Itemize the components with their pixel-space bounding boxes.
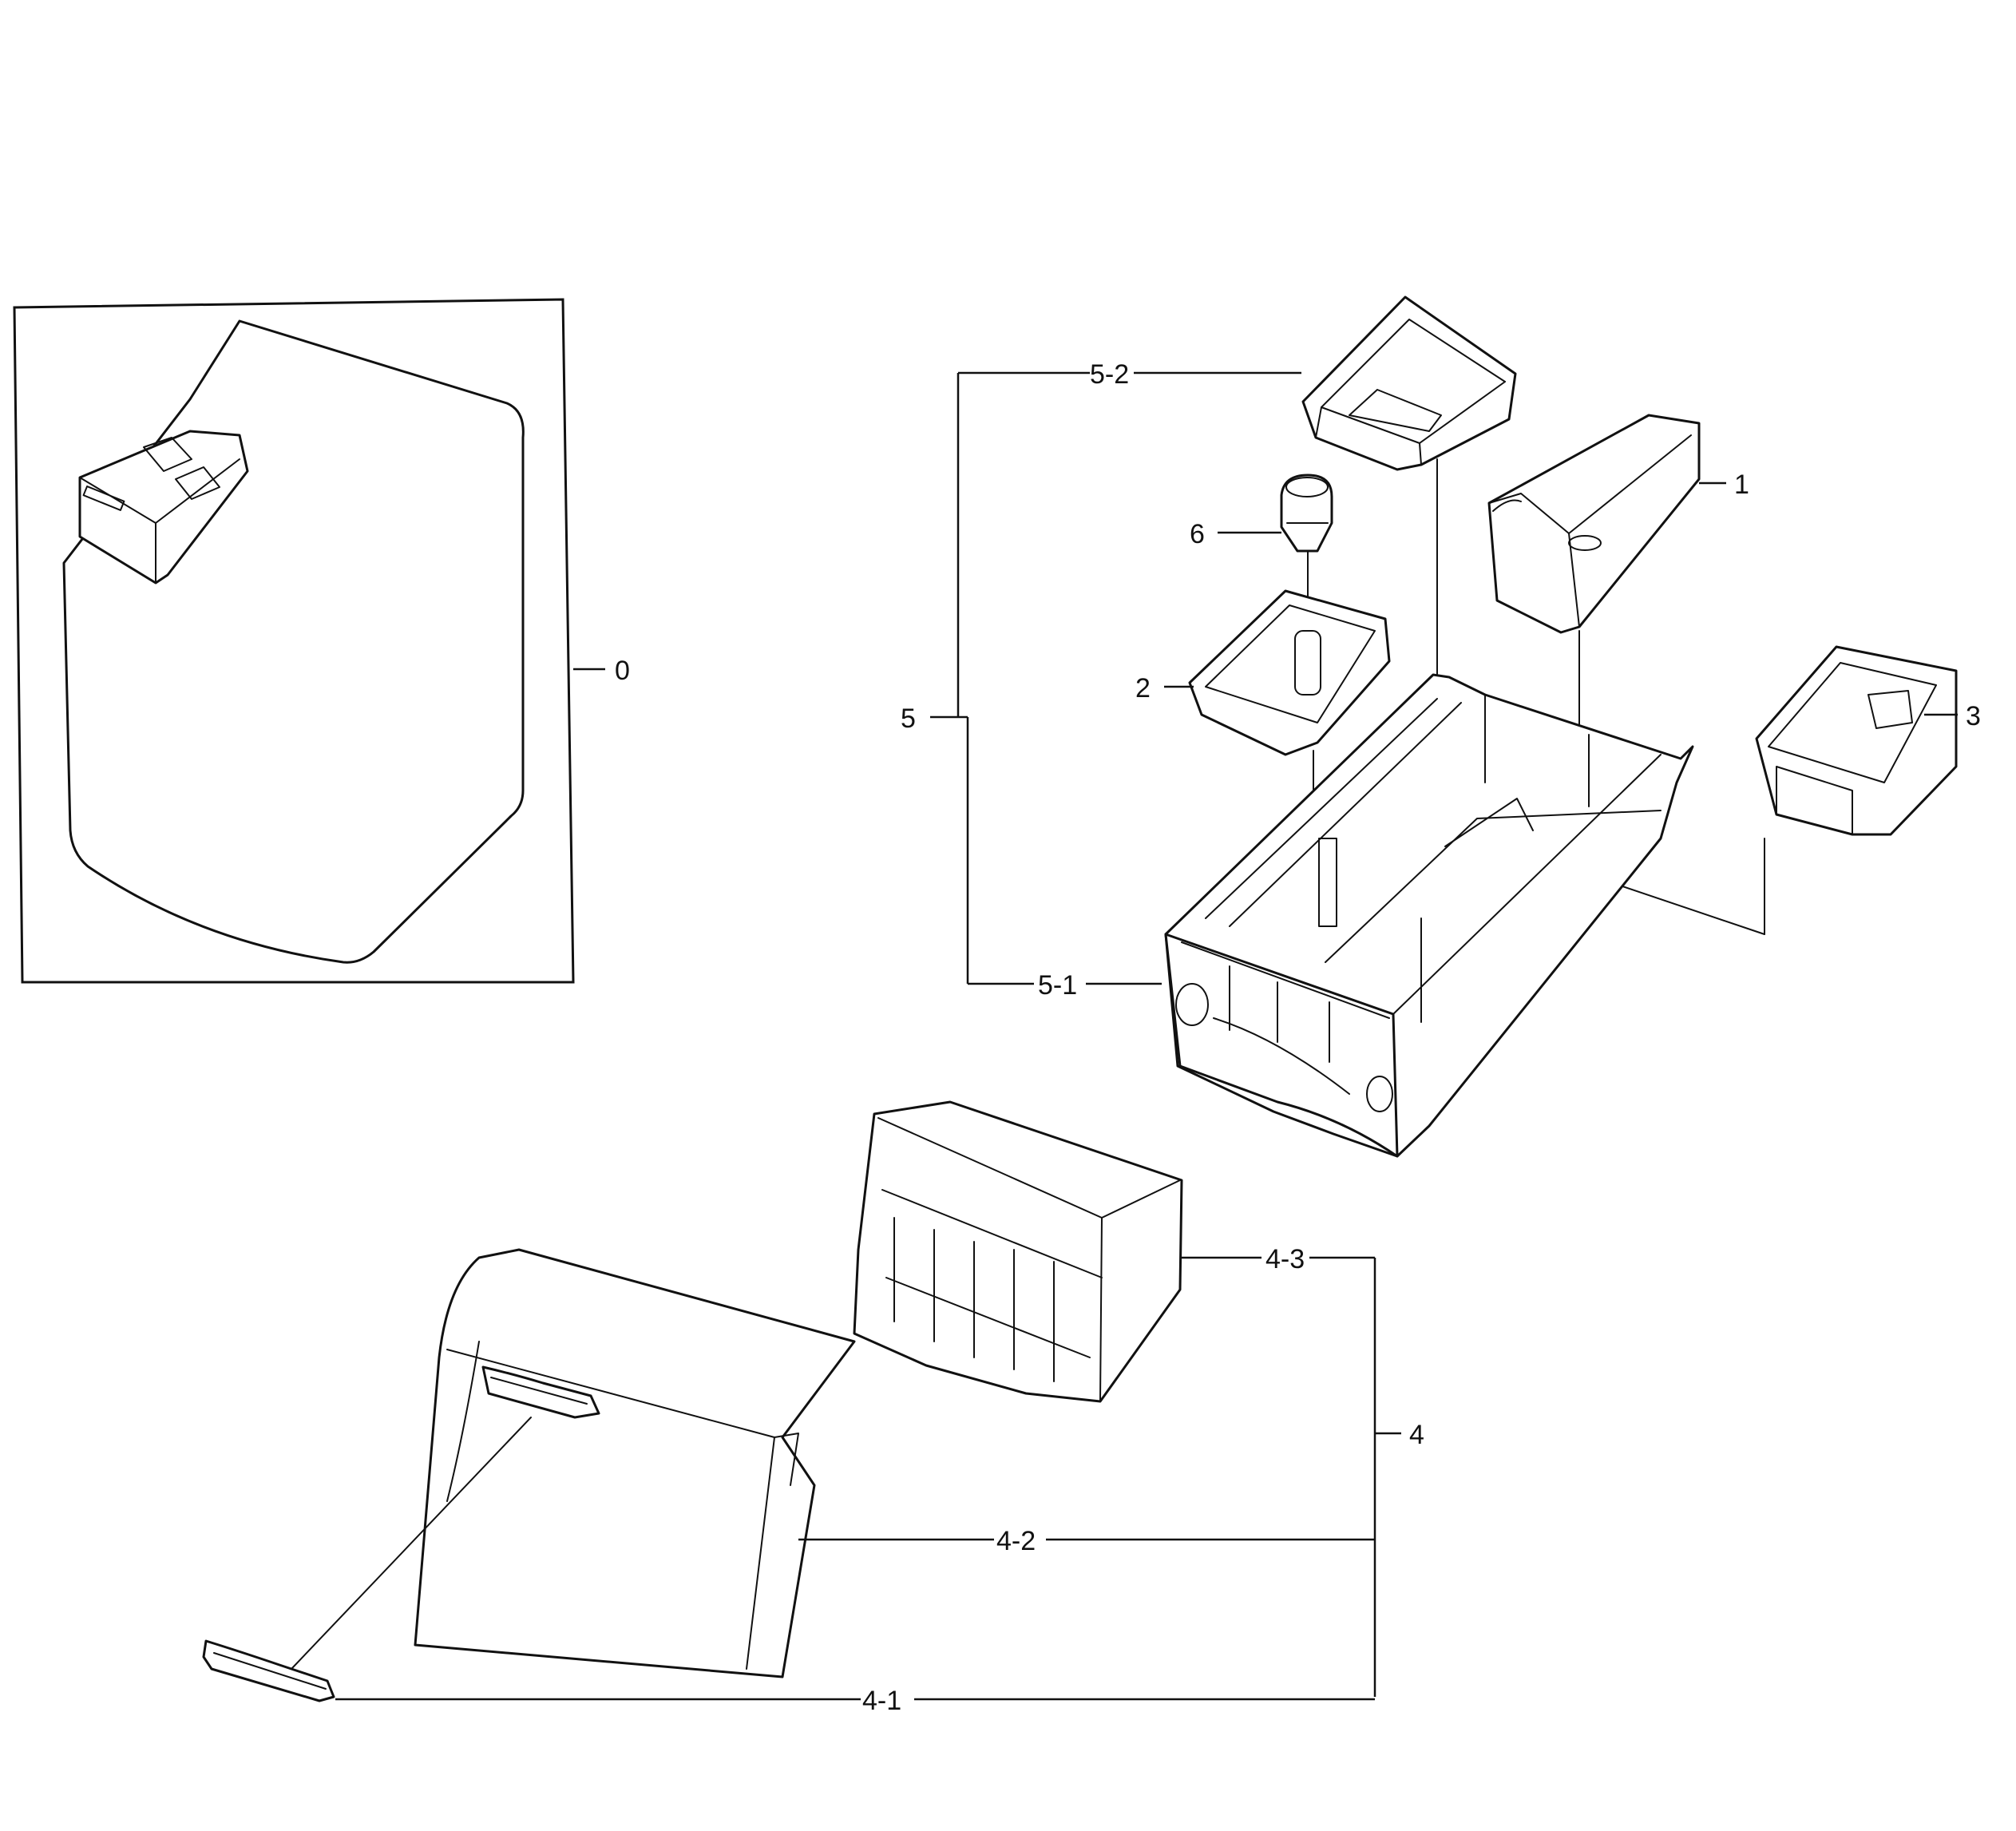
callout-1: 1 (1699, 470, 1749, 500)
assembly-0-cabinet-panel (62, 319, 525, 964)
part-2-cup (1188, 589, 1391, 756)
callout-6: 6 (1190, 519, 1281, 549)
callout-0-label: 0 (615, 656, 630, 686)
callout-3-label: 3 (1966, 701, 1981, 731)
callout-5-label: 5 (901, 703, 916, 734)
part-3-cup (1755, 645, 1958, 836)
bracket-5 (930, 371, 1301, 985)
part-5-1-housing (1164, 673, 1694, 1158)
callout-2-label: 2 (1135, 673, 1151, 703)
part-4-3-insert (853, 1100, 1183, 1403)
part-1-bin (1487, 414, 1701, 634)
assembly-0-frame (13, 298, 575, 984)
callout-6-label: 6 (1190, 519, 1205, 549)
part-5-2-top-tray (1301, 295, 1517, 471)
callout-4-1-label: 4-1 (862, 1686, 901, 1716)
part-6-cap (1280, 474, 1333, 553)
callout-5-2-label: 5-2 (1090, 359, 1129, 390)
callout-4-2-label: 4-2 (996, 1526, 1036, 1556)
part-4-1-badge (202, 1639, 335, 1702)
part-4-2-drawer-front (414, 1248, 856, 1678)
callout-5-1-label: 5-1 (1038, 970, 1077, 1001)
callout-2: 2 (1135, 673, 1194, 703)
callout-4-3-label: 4-3 (1265, 1244, 1305, 1274)
callout-1-label: 1 (1734, 470, 1749, 500)
callout-3: 3 (1924, 701, 1981, 731)
bracket-4 (335, 1256, 1401, 1701)
assembly-0-overview (13, 298, 575, 984)
part-4-1-badge-on-drawer (481, 1365, 600, 1419)
callout-4-label: 4 (1409, 1420, 1424, 1450)
callout-0: 0 (573, 656, 630, 686)
